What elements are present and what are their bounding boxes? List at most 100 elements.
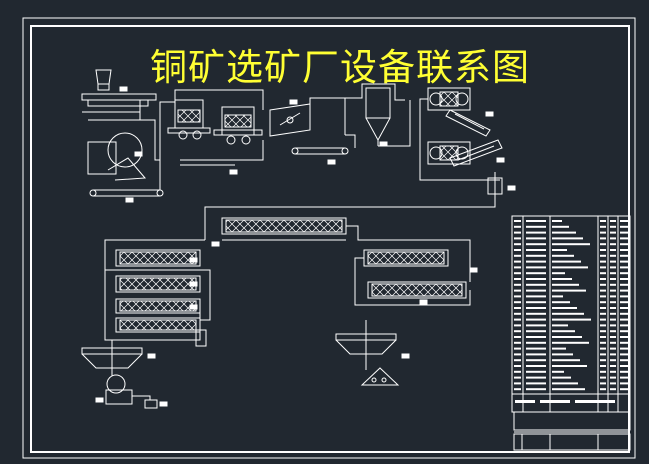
scavenger-flotation-1 <box>363 249 449 267</box>
title-block-cell <box>552 318 591 321</box>
title-block-cell <box>610 347 616 350</box>
title-block-cell <box>620 330 628 333</box>
title-block-cell <box>620 312 628 315</box>
title-block-cell <box>610 312 616 315</box>
title-block-cell <box>526 376 546 379</box>
title-block-cell <box>514 231 521 234</box>
title-block-cell <box>552 266 588 269</box>
title-block-cell <box>620 225 628 228</box>
vibrating-screen <box>269 99 311 137</box>
title-block-cell <box>514 266 521 269</box>
title-block-cell <box>552 254 574 257</box>
title-block-cell <box>514 295 521 298</box>
title-block-cell <box>526 318 546 321</box>
title-block-cell <box>552 336 582 338</box>
title-block-cell <box>526 266 546 269</box>
title-block-cell <box>552 312 584 315</box>
title-block-cell <box>575 400 615 403</box>
title-block-cell <box>526 220 546 222</box>
title-block-cell <box>620 370 628 373</box>
title-block-cell <box>526 307 546 309</box>
title-block-cell <box>600 353 606 356</box>
ore-bin-feeder <box>81 69 157 113</box>
concentrate-bin <box>144 399 168 409</box>
title-block-cell <box>600 336 606 338</box>
title-block-cell <box>526 225 546 228</box>
title-block-cell <box>526 324 546 327</box>
rougher-flotation <box>221 217 347 241</box>
disc-filter <box>95 374 133 405</box>
title-block-cell <box>610 307 616 309</box>
title-block-cell <box>514 254 521 257</box>
title-block-cell <box>610 336 616 338</box>
title-block-cell <box>610 370 616 373</box>
title-block-cell <box>610 330 616 333</box>
title-block-cell <box>552 278 572 280</box>
title-block-cell <box>620 365 628 367</box>
title-block-cell <box>552 388 585 391</box>
title-block-cell <box>610 365 616 367</box>
title-block-cell <box>620 249 628 251</box>
title-block-cell <box>552 272 565 275</box>
title-block-cell <box>600 249 606 251</box>
title-block-cell <box>610 388 616 391</box>
title-block-cell <box>610 266 616 269</box>
title-block-cell <box>600 225 606 228</box>
title-block-cell <box>526 237 546 240</box>
title-block-cell <box>620 318 628 321</box>
title-block-cell <box>514 336 521 338</box>
title-block-cell <box>552 243 590 246</box>
title-block-cell <box>514 260 521 263</box>
cleaner-flotation-4 <box>115 317 201 333</box>
title-block-cell <box>552 301 570 304</box>
title-block-cell <box>610 283 616 286</box>
title-block-cell <box>620 254 628 257</box>
title-block-cell <box>620 347 628 350</box>
title-block-cell <box>620 283 628 286</box>
title-block-cell <box>610 353 616 356</box>
title-block-cell <box>600 289 606 292</box>
title-block-cell <box>600 301 606 304</box>
tailings-thickener <box>335 320 410 359</box>
title-block-cell <box>526 388 546 391</box>
title-block-cell <box>514 330 521 333</box>
title-block-cell <box>514 365 521 367</box>
title-block-cell <box>600 260 606 263</box>
belt-conveyor-1 <box>89 189 164 203</box>
title-block-cell <box>620 353 628 356</box>
title-block-cell <box>610 301 616 304</box>
title-block-cell <box>620 260 628 263</box>
cone-crusher-2 <box>213 106 263 145</box>
ball-mill-1 <box>427 87 471 111</box>
title-block-cell <box>552 220 562 222</box>
title-block-cell <box>552 359 580 362</box>
title-block-cell <box>552 283 579 286</box>
title-block <box>511 215 631 451</box>
title-block-cell <box>514 272 521 275</box>
title-block-cell <box>552 347 566 350</box>
title-block-cell <box>600 376 606 379</box>
title-block-cell <box>620 307 628 309</box>
title-block-cell <box>620 231 628 234</box>
title-block-cell <box>514 370 521 373</box>
title-block-cell <box>610 231 616 234</box>
cleaner-flotation-3 <box>115 298 201 314</box>
title-block-cell <box>600 278 606 280</box>
title-block-cell <box>600 359 606 362</box>
title-block-cell <box>620 266 628 269</box>
title-block-rows <box>514 220 628 403</box>
title-block-cell <box>552 324 568 327</box>
title-block-cell <box>610 382 616 385</box>
title-block-cell <box>552 260 581 263</box>
title-block-cell <box>620 341 628 344</box>
title-block-cell <box>514 243 521 246</box>
spiral-classifier-2 <box>449 139 505 167</box>
title-block-cell <box>552 231 576 234</box>
title-block-cell <box>610 272 616 275</box>
title-block-cell <box>552 370 564 373</box>
title-block-cell <box>600 312 606 315</box>
cleaner-flotation-2 <box>115 275 201 293</box>
title-block-cell <box>610 295 616 298</box>
title-block-cell <box>600 318 606 321</box>
